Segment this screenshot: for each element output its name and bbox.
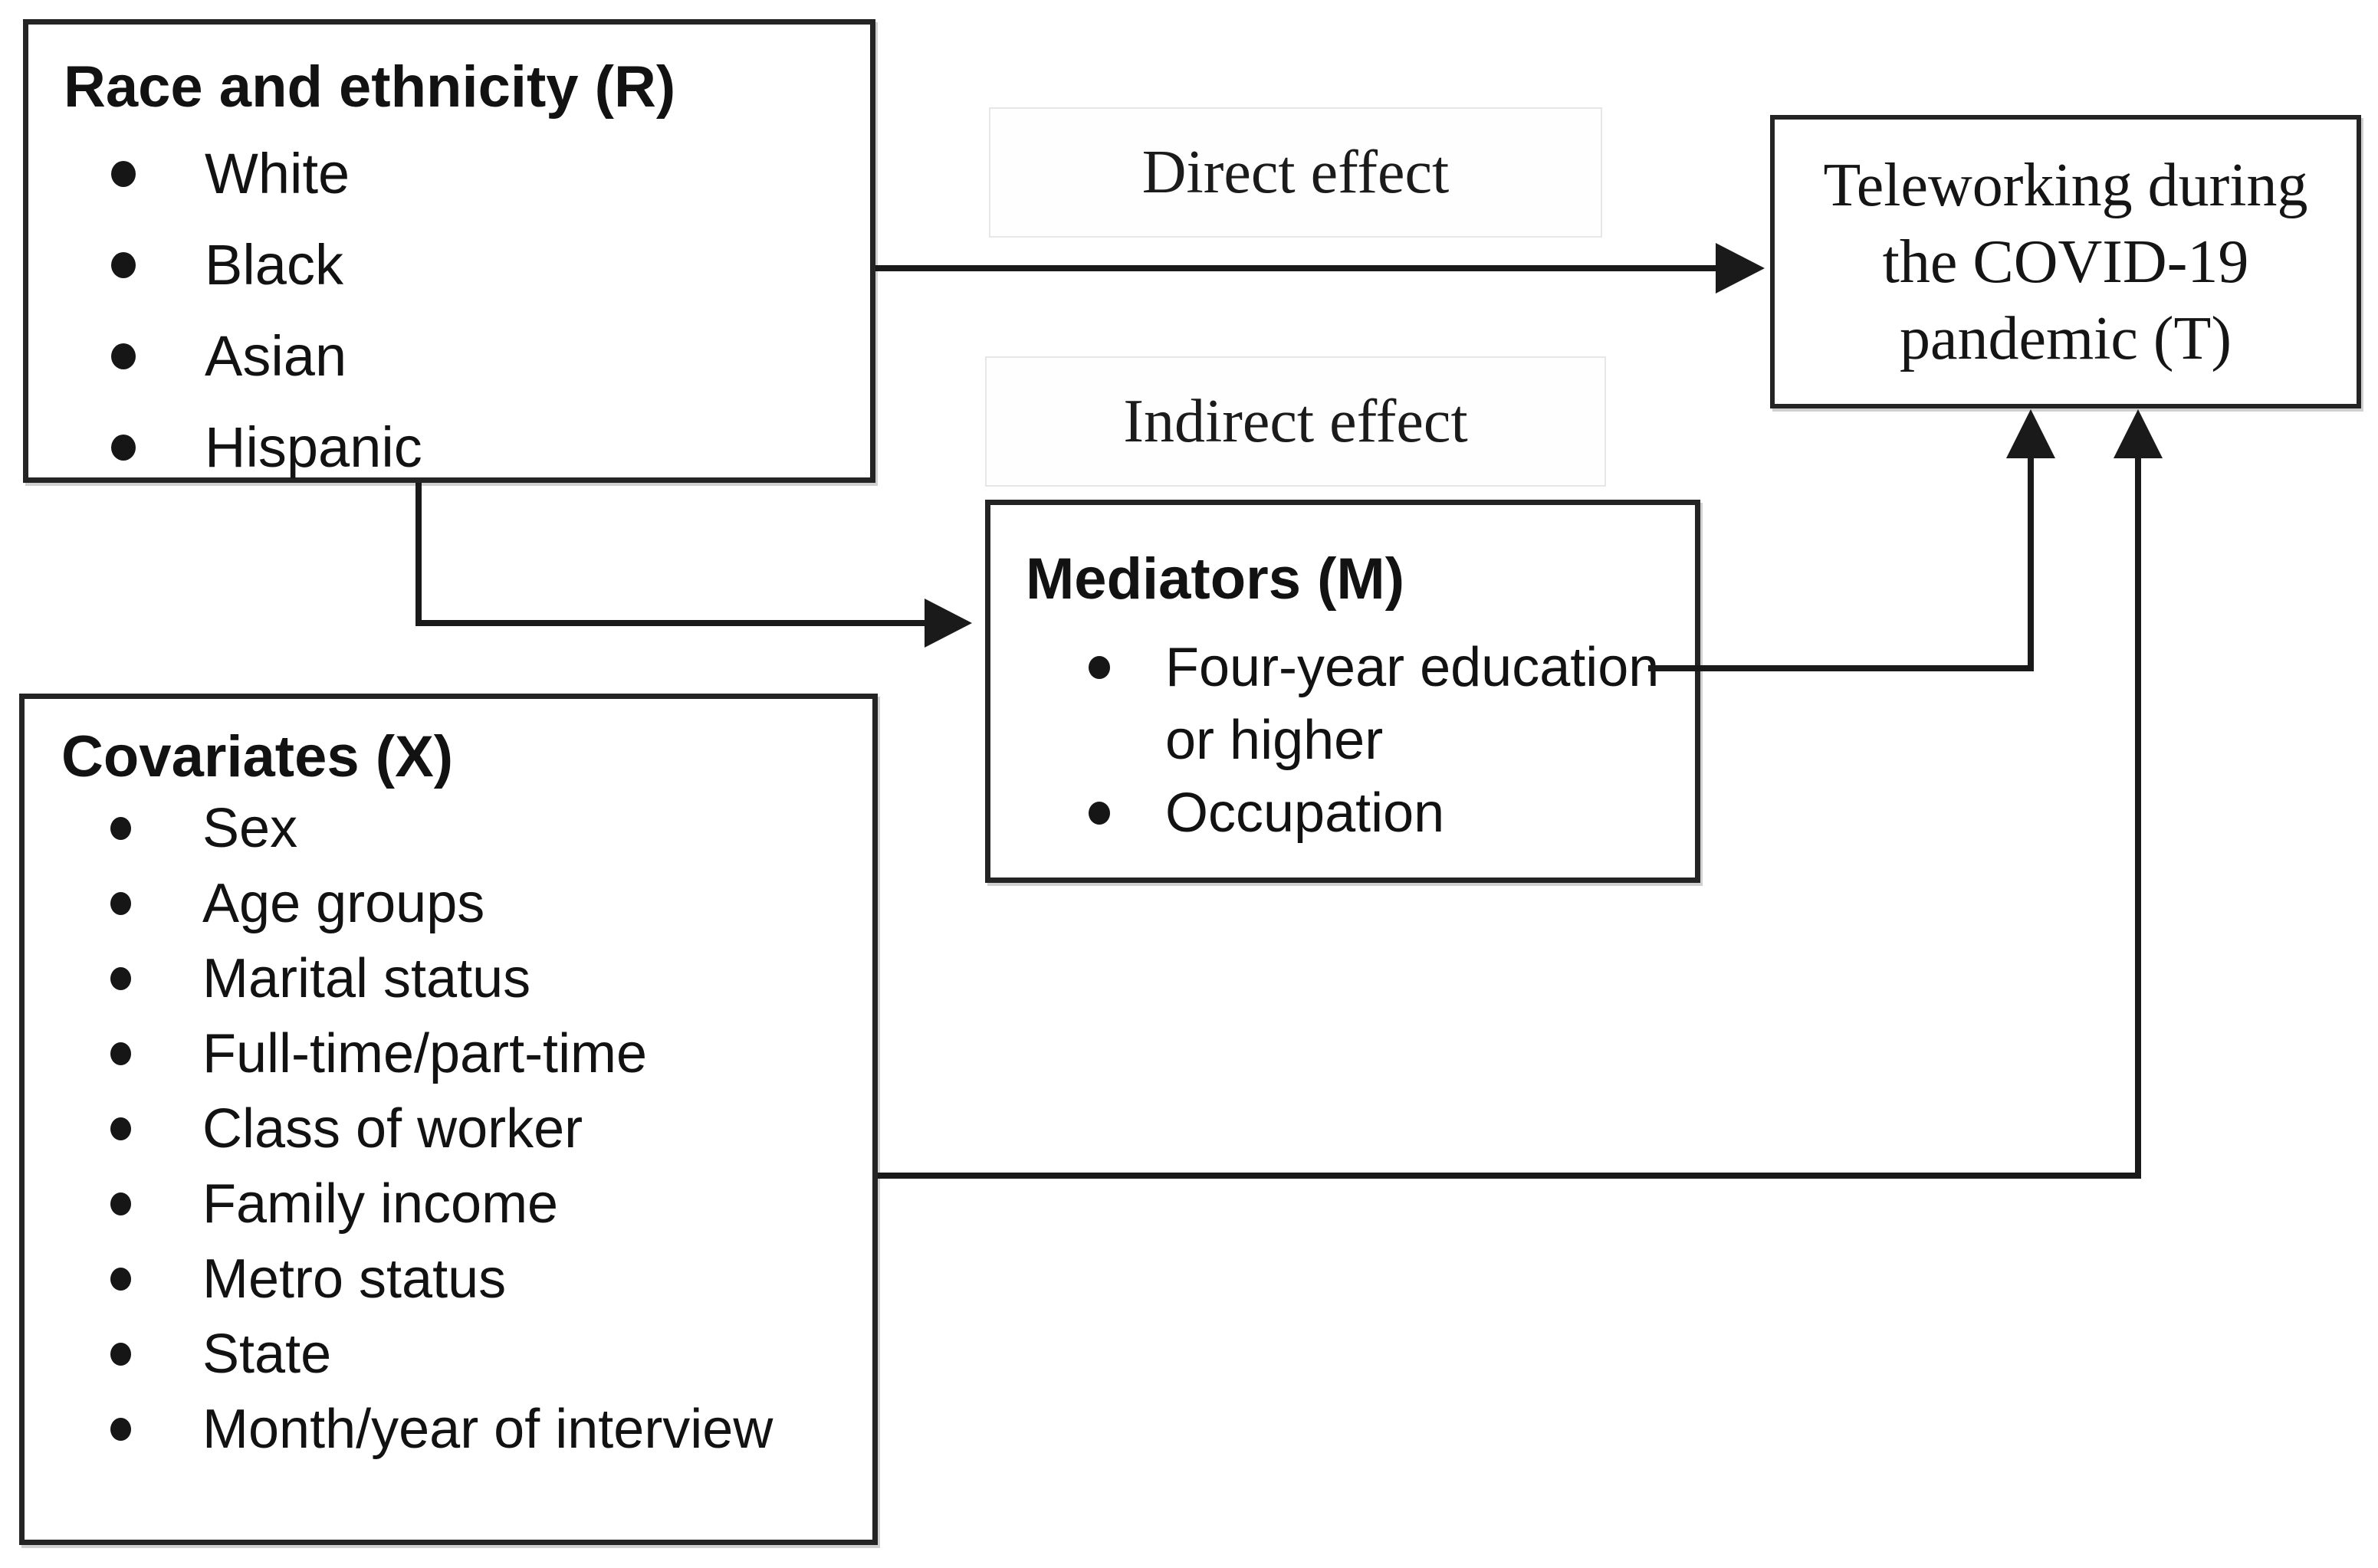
list-item-label: Sex xyxy=(202,798,298,859)
list-item-label: Full-time/part-time xyxy=(202,1023,648,1084)
bullet-icon xyxy=(110,1192,131,1215)
list-item-label: State xyxy=(202,1324,332,1385)
bullet-icon xyxy=(111,252,136,278)
list-item: Family income xyxy=(25,1166,872,1242)
bullet-icon xyxy=(111,435,136,461)
list-item: Age groups xyxy=(25,866,872,941)
list-item-label: Family income xyxy=(202,1173,559,1235)
direct-effect-label-box: Direct effect xyxy=(989,107,1602,238)
list-item: Occupation xyxy=(990,777,1695,850)
list-item: Class of worker xyxy=(25,1091,872,1166)
list-item-label: Metro status xyxy=(202,1248,507,1310)
list-item-label: Four-year education or higher xyxy=(1165,637,1660,771)
bullet-icon xyxy=(110,892,131,915)
list-item-label: Class of worker xyxy=(202,1098,583,1160)
list-item: State xyxy=(25,1317,872,1392)
list-item-label: Black xyxy=(205,233,343,297)
bullet-icon xyxy=(110,1418,131,1441)
bullet-icon xyxy=(110,1268,131,1291)
list-item-label: Hispanic xyxy=(205,415,422,479)
indirect-effect-label-box: Indirect effect xyxy=(985,356,1606,487)
list-item: Month/year of interview xyxy=(25,1392,872,1467)
bullet-icon xyxy=(110,1117,131,1140)
race-to-mediators-arrow xyxy=(415,483,972,648)
list-item-label: Month/year of interview xyxy=(202,1399,774,1460)
outcome-box-title: Teleworking during the COVID-19 pandemic… xyxy=(1823,151,2308,372)
list-item: Marital status xyxy=(25,941,872,1016)
bullet-icon xyxy=(110,1343,131,1366)
race-ethnicity-box: Race and ethnicity (R) White Black Asian xyxy=(23,19,875,483)
list-item-label: Asian xyxy=(205,324,347,388)
list-item-label: Occupation xyxy=(1165,782,1445,844)
indirect-effect-label: Indirect effect xyxy=(1123,387,1468,455)
bullet-icon xyxy=(111,343,136,369)
covariates-box: Covariates (X) Sex Age groups Marital st… xyxy=(19,694,878,1545)
covariates-item-list: Sex Age groups Marital status Full-time/… xyxy=(25,791,872,1467)
mediators-to-outcome-arrow xyxy=(1648,409,2055,671)
teleworking-outcome-box: Teleworking during the COVID-19 pandemic… xyxy=(1770,115,2361,408)
list-item: Black xyxy=(28,219,870,310)
list-item: Sex xyxy=(25,791,872,866)
bullet-icon xyxy=(110,1042,131,1065)
list-item: Four-year education or higher xyxy=(990,631,1695,777)
direct-effect-label: Direct effect xyxy=(1141,138,1450,206)
list-item-label: Marital status xyxy=(202,948,531,1009)
list-item: Full-time/part-time xyxy=(25,1016,872,1091)
list-item: Asian xyxy=(28,310,870,402)
list-item: Hispanic xyxy=(28,402,870,493)
bullet-icon xyxy=(110,817,131,840)
mediators-box-title: Mediators (M) xyxy=(1026,546,1404,612)
bullet-icon xyxy=(1089,802,1110,825)
direct-effect-arrow xyxy=(875,243,1765,294)
race-item-list: White Black Asian Hispanic xyxy=(28,128,870,493)
covariates-box-title: Covariates (X) xyxy=(61,724,454,789)
mediators-item-list: Four-year education or higher Occupation xyxy=(990,631,1695,850)
list-item: White xyxy=(28,128,870,219)
list-item: Metro status xyxy=(25,1242,872,1317)
bullet-icon xyxy=(111,161,136,187)
list-item-label: White xyxy=(205,142,350,205)
mediators-box: Mediators (M) Four-year education or hig… xyxy=(985,500,1700,883)
bullet-icon xyxy=(110,967,131,990)
race-box-title: Race and ethnicity (R) xyxy=(64,54,676,120)
bullet-icon xyxy=(1089,656,1110,679)
list-item-label: Age groups xyxy=(202,873,485,934)
